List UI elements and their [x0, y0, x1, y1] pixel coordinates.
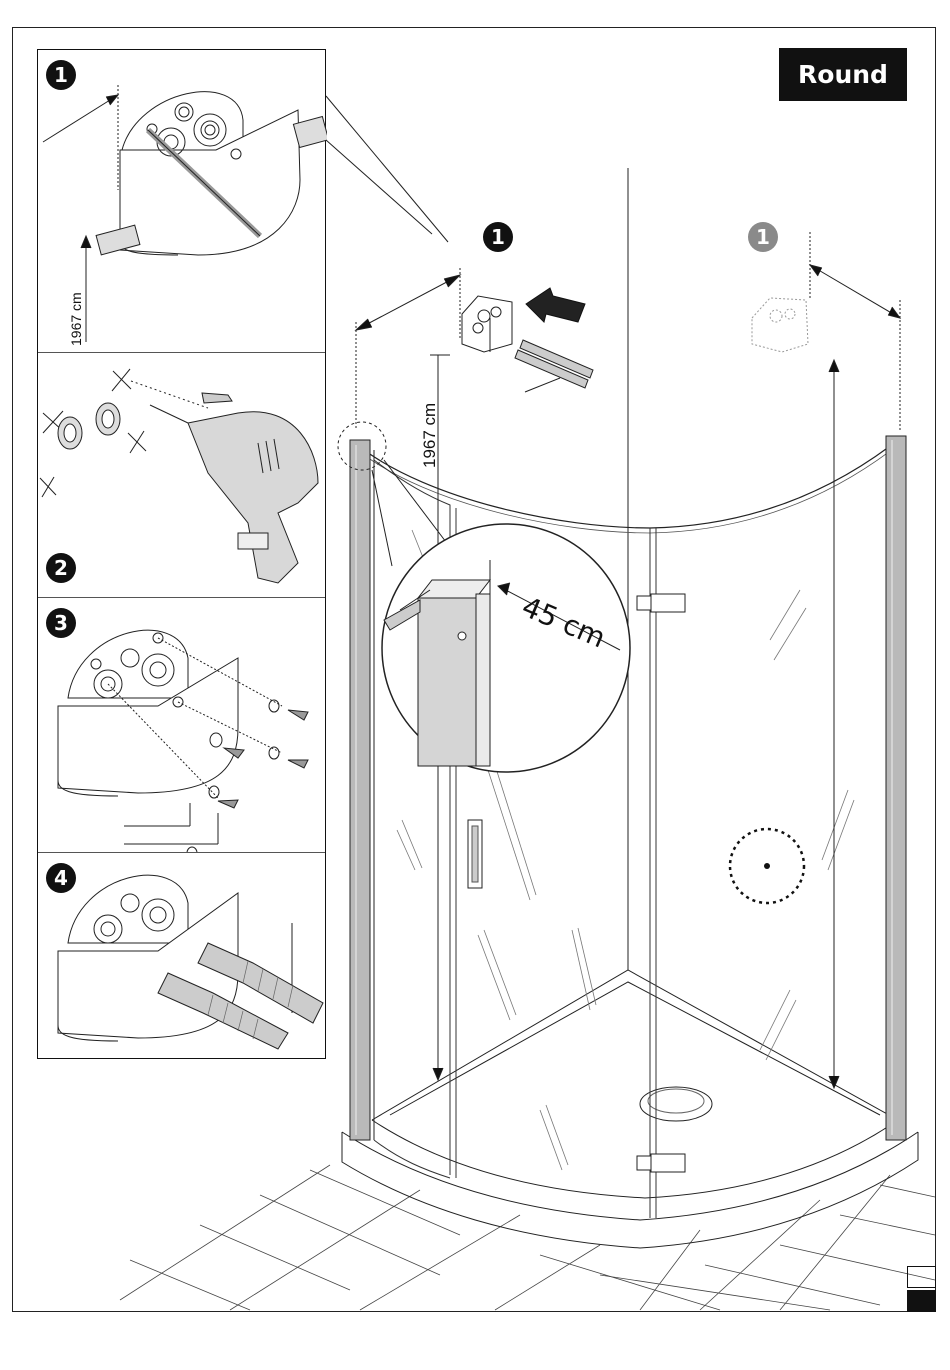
page-marks	[907, 1266, 936, 1312]
top-rail	[360, 440, 898, 528]
page-mark-empty	[907, 1266, 936, 1288]
step-2-badge: 2	[46, 553, 76, 583]
step-3-cell: 3	[38, 597, 325, 853]
main-step-badge-mirrored: 1	[748, 222, 778, 252]
shower-tray	[342, 970, 918, 1248]
step-2-illustration	[38, 353, 327, 598]
step-4-cell: 4	[38, 852, 325, 1059]
width-dimension-left	[356, 268, 460, 430]
detail-callout	[338, 422, 630, 772]
step-2-cell: 2	[38, 352, 325, 598]
step-4-illustration	[38, 853, 327, 1059]
steps-panel: 1 1967 cm	[37, 49, 326, 1059]
step-3-illustration	[38, 598, 327, 853]
step-1-cell: 1 1967 cm	[38, 50, 325, 352]
floor-tiles	[120, 1165, 935, 1310]
mixer-box	[462, 296, 512, 352]
page-mark-filled	[907, 1290, 936, 1312]
wall-plugs	[515, 340, 593, 392]
mixer-box-mirrored	[752, 298, 808, 352]
main-height-label: 1967 cm	[420, 403, 440, 468]
main-step-badge-installed: 1	[483, 222, 513, 252]
step-1-badge: 1	[46, 60, 76, 90]
height-dimension-right	[829, 360, 839, 1088]
step-3-badge: 3	[46, 608, 76, 638]
drain	[640, 1087, 712, 1121]
variant-label: Round	[779, 48, 907, 101]
step-1-height-label: 1967 cm	[68, 292, 84, 346]
step-4-badge: 4	[46, 863, 76, 893]
left-wall-profile	[350, 440, 374, 1140]
direction-arrow	[526, 288, 585, 322]
door-hinges	[637, 594, 685, 1172]
right-wall-profile	[886, 436, 906, 1140]
width-dimension-right	[810, 232, 900, 430]
